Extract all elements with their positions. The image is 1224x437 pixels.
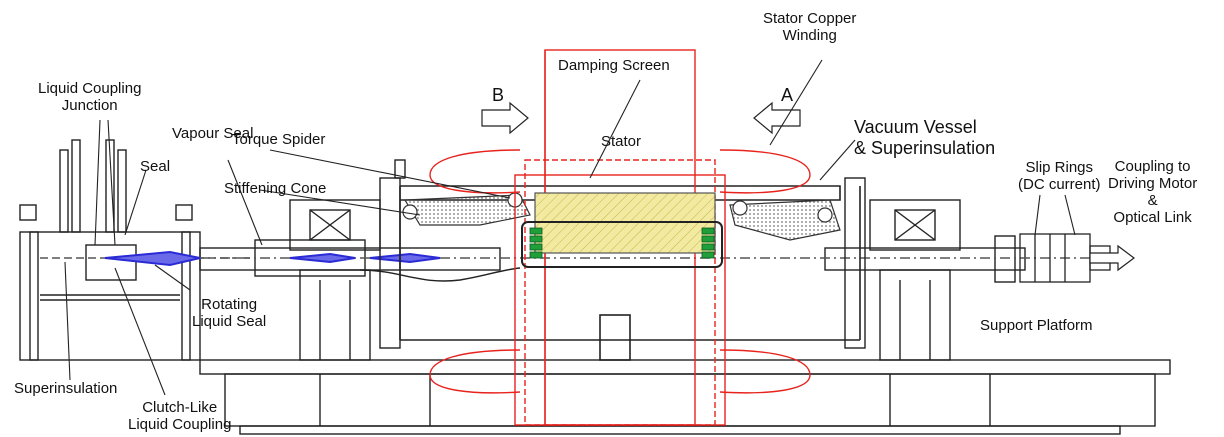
torque-spider: [402, 192, 841, 241]
label-text: Coupling to Driving Motor & Optical Link: [1108, 158, 1198, 226]
clutch-like-liquid-coupling: [104, 250, 441, 267]
label-superinsulation: Superinsulation: [14, 380, 118, 397]
label-torque-spider: Torque Spider: [232, 131, 326, 148]
bearing-supports: [289, 159, 961, 361]
label-text: Clutch-Like Liquid Coupling: [128, 399, 232, 433]
label-seal: Seal: [140, 158, 171, 175]
label-stator-copper-winding: Stator Copper Winding: [763, 10, 856, 44]
leader-lines: [64, 59, 1076, 396]
field-winding: [529, 227, 715, 259]
label-support-platform: Support Platform: [980, 317, 1093, 334]
label-damping-screen: Damping Screen: [558, 57, 670, 74]
damping-screen: [521, 192, 723, 268]
label-rotating-liquid-seal: Rotating Liquid Seal: [192, 296, 266, 330]
base-platform: [199, 359, 1171, 435]
section-arrow-a: [753, 101, 801, 135]
label-text: Liquid Coupling Junction: [38, 80, 142, 114]
label-stator: Stator: [601, 133, 642, 150]
label-stiffening-cone: Stiffening Cone: [224, 180, 327, 197]
label-coupling-to-driving-motor: Coupling to Driving Motor & Optical Link: [1108, 158, 1197, 226]
section-arrow-b: [481, 101, 529, 135]
output-arrow: [1089, 244, 1135, 272]
label-vacuum-vessel: Vacuum Vessel & Superinsulation: [854, 117, 995, 159]
label-text: Rotating Liquid Seal: [192, 296, 267, 330]
label-liquid-coupling-junction: Liquid Coupling Junction: [38, 80, 141, 114]
label-section-b: B: [492, 85, 505, 105]
label-slip-rings: Slip Rings (DC current): [1018, 159, 1101, 193]
label-section-a: A: [781, 85, 794, 105]
label-text: Slip Rings (DC current): [1018, 159, 1101, 193]
label-text: Stator Copper Winding: [763, 10, 857, 44]
label-clutch-like-liquid-coupling: Clutch-Like Liquid Coupling: [128, 399, 231, 433]
label-text: Vacuum Vessel & Superinsulation: [854, 117, 996, 158]
label-vapour-seal: Vapour Seal: [172, 125, 254, 142]
vacuum-vessel: [399, 185, 861, 361]
